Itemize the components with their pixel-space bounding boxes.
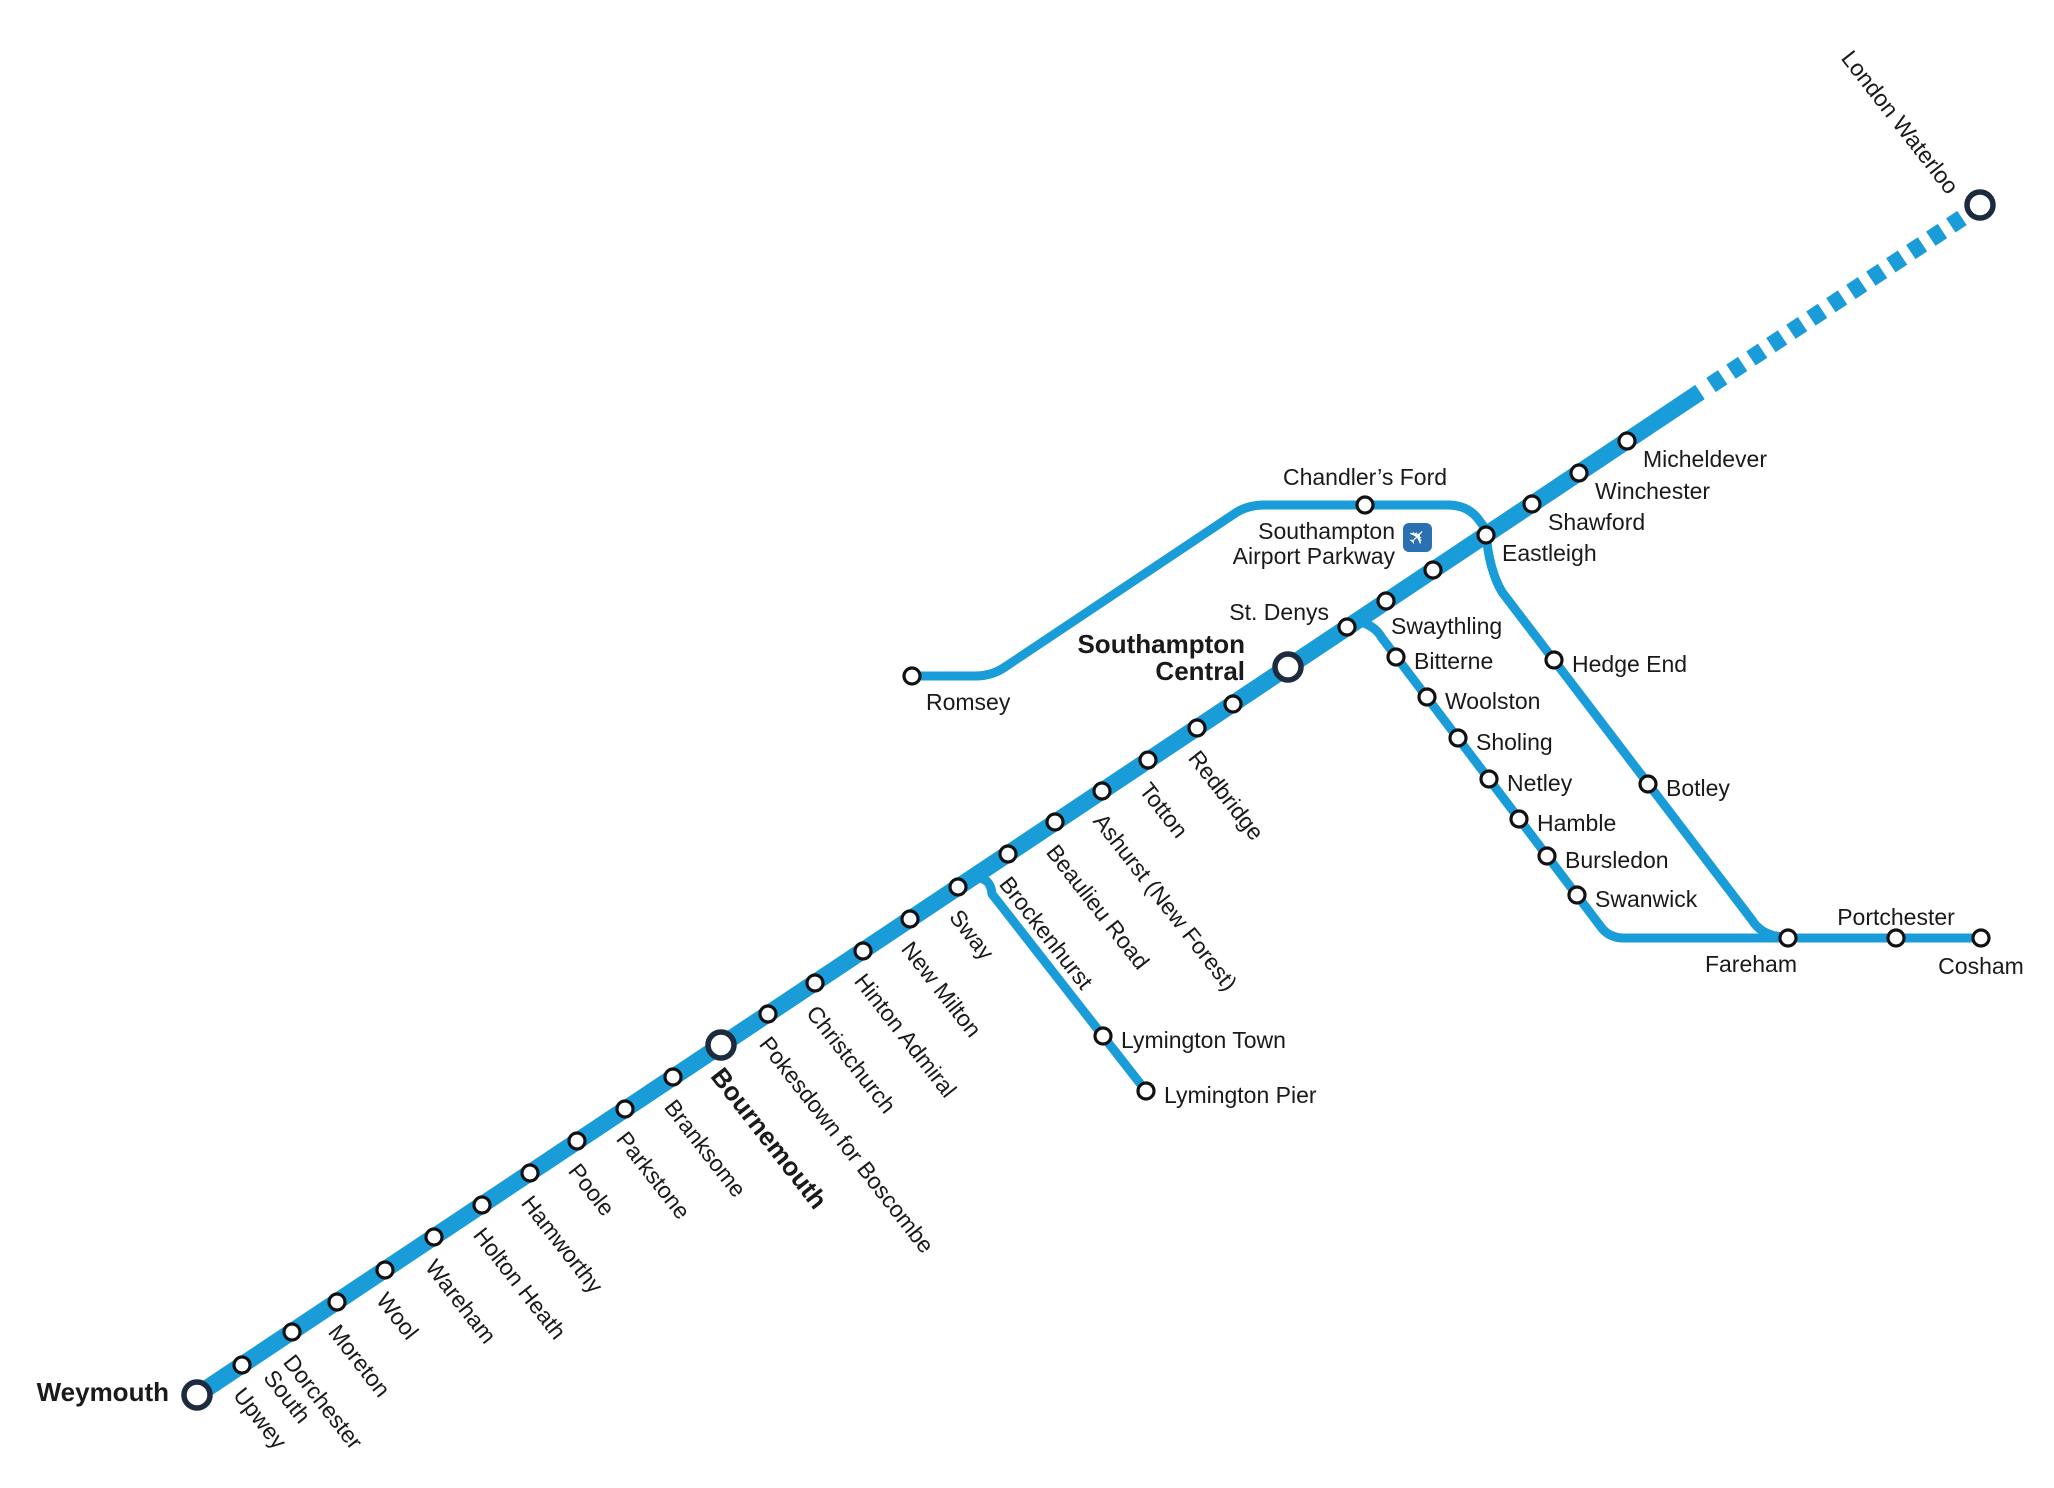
- station-label-botley: Botley: [1666, 775, 1730, 801]
- line-romsey-branch: [912, 500, 1494, 681]
- station-dot-pokesdown-for-boscombe: [758, 1004, 778, 1024]
- station-label-cosham: Cosham: [1938, 953, 2024, 979]
- station-dot-upwey: [232, 1355, 252, 1375]
- station-dot-chandler-s-ford: [1355, 495, 1375, 515]
- station-dot-southampton-airport-parkway: [1423, 560, 1443, 580]
- station-dot-beaulieu-road: [1045, 812, 1065, 832]
- station-dot-hinton-admiral: [853, 941, 873, 961]
- station-dot-cosham: [1971, 928, 1991, 948]
- station-label-bitterne: Bitterne: [1414, 648, 1494, 674]
- station-label-shawford: Shawford: [1548, 509, 1646, 535]
- station-dot-lymington-pier: [1136, 1081, 1156, 1101]
- station-dot-lymington-town: [1093, 1026, 1113, 1046]
- station-dot-ashurst-new-forest: [1092, 781, 1112, 801]
- station-dot-redbridge: [1187, 718, 1207, 738]
- station-label-chandler-s-ford: Chandler’s Ford: [1282, 464, 1448, 490]
- station-dot-st-denys: [1337, 617, 1357, 637]
- station-dot-wareham: [424, 1227, 444, 1247]
- airplane-glyph: ✈: [1402, 522, 1432, 552]
- station-dot-unnamed: [1223, 694, 1243, 714]
- station-label-eastleigh: Eastleigh: [1502, 540, 1597, 566]
- station-dot-fareham: [1778, 928, 1798, 948]
- station-dot-moreton: [327, 1292, 347, 1312]
- station-label-swaythling: Swaythling: [1391, 613, 1503, 639]
- station-dot-hamble: [1509, 809, 1529, 829]
- station-label-netley: Netley: [1507, 770, 1573, 796]
- station-dot-winchester: [1569, 463, 1589, 483]
- station-label-winchester: Winchester: [1595, 478, 1711, 504]
- line-hedge-end-branch: [1481, 532, 1791, 943]
- station-dot-swaythling: [1376, 591, 1396, 611]
- station-label-romsey: Romsey: [926, 689, 1011, 715]
- station-label-sholing: Sholing: [1476, 729, 1553, 755]
- station-dot-dorchester-south: [282, 1322, 302, 1342]
- station-dot-netley: [1479, 769, 1499, 789]
- station-label-lymington-pier: Lymington Pier: [1164, 1082, 1317, 1108]
- airport-icon: ✈: [1402, 522, 1432, 552]
- station-dot-bursledon: [1537, 846, 1557, 866]
- station-dot-holton-heath: [472, 1195, 492, 1215]
- station-label-swanwick: Swanwick: [1595, 886, 1698, 912]
- station-dot-botley: [1638, 774, 1658, 794]
- station-dot-poole: [567, 1131, 587, 1151]
- station-label-southampton-airport-parkway: Southampton Airport Parkway: [1232, 518, 1395, 569]
- station-dot-portchester: [1886, 928, 1906, 948]
- station-dot-hamworthy: [520, 1163, 540, 1183]
- station-label-st-denys: St. Denys: [1229, 599, 1329, 625]
- station-dot-sholing: [1448, 728, 1468, 748]
- station-dot-branksome: [663, 1067, 683, 1087]
- station-dot-swanwick: [1567, 885, 1587, 905]
- station-label-micheldever: Micheldever: [1643, 446, 1767, 472]
- station-dot-hedge-end: [1544, 650, 1564, 670]
- station-dot-new-milton: [900, 909, 920, 929]
- line-main: [192, 384, 1705, 1403]
- station-dot-eastleigh: [1476, 525, 1496, 545]
- line-lymington-branch: [966, 873, 1150, 1094]
- station-dot-christchurch: [805, 973, 825, 993]
- station-label-hamble: Hamble: [1537, 810, 1617, 836]
- station-dot-southampton-central: [1272, 651, 1304, 683]
- station-label-hedge-end: Hedge End: [1572, 651, 1688, 677]
- line-main-dashed: [1706, 210, 1967, 393]
- station-dot-wool: [375, 1260, 395, 1280]
- station-label-bursledon: Bursledon: [1565, 847, 1669, 873]
- station-dot-woolston: [1417, 687, 1437, 707]
- station-label-southampton-central: Southampton Central: [1077, 629, 1245, 686]
- station-dot-shawford: [1522, 494, 1542, 514]
- station-label-fareham: Fareham: [1704, 951, 1797, 977]
- station-label-lymington-town: Lymington Town: [1121, 1027, 1286, 1053]
- station-dot-bitterne: [1386, 647, 1406, 667]
- station-label-weymouth: Weymouth: [36, 1377, 169, 1407]
- station-dot-weymouth: [181, 1379, 213, 1411]
- station-dot-micheldever: [1617, 431, 1637, 451]
- station-dot-totton: [1138, 750, 1158, 770]
- station-label-portchester: Portchester: [1837, 904, 1955, 930]
- station-dot-bournemouth: [705, 1029, 737, 1061]
- station-dot-brockenhurst: [998, 844, 1018, 864]
- station-dot-london-waterloo: [1964, 189, 1996, 221]
- station-dot-romsey: [902, 666, 922, 686]
- station-label-woolston: Woolston: [1445, 688, 1541, 714]
- station-dot-sway: [948, 877, 968, 897]
- station-dot-parkstone: [615, 1099, 635, 1119]
